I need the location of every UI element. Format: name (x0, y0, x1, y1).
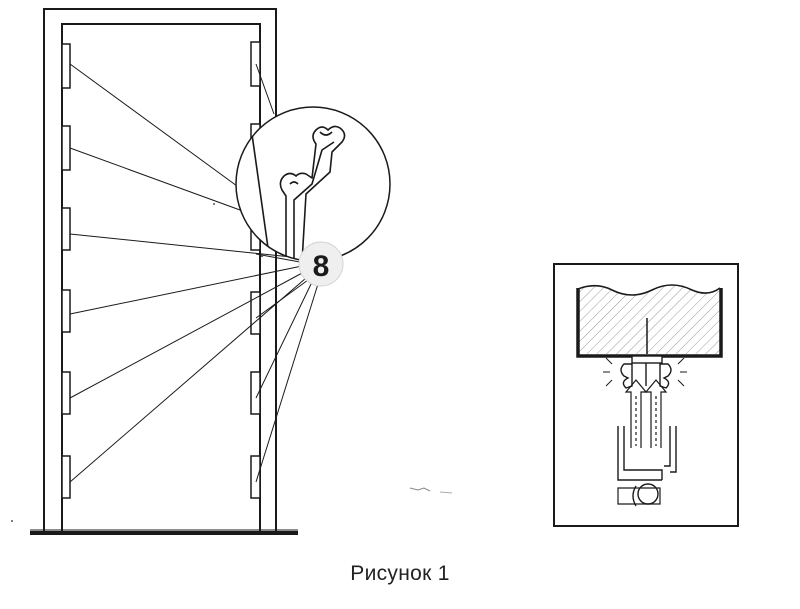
scan-specks (11, 203, 453, 522)
door-frame-inner (61, 23, 261, 532)
seal-segment (250, 371, 261, 415)
seal-segment (61, 371, 71, 415)
section-detail-panel (553, 263, 739, 527)
seal-segment (61, 43, 71, 89)
seal-segment (250, 291, 261, 335)
right-seal-segments (250, 41, 261, 499)
left-seal-segments (61, 43, 71, 499)
leader-lines (69, 63, 319, 483)
seal-profile (279, 125, 346, 261)
pressure-marks (603, 357, 687, 387)
seal-segment (250, 41, 261, 87)
magnifier-detail (235, 106, 391, 262)
door-frame-outer (43, 8, 277, 532)
callout-number: 8 (313, 250, 330, 283)
figure-caption: Рисунок 1 (350, 562, 450, 585)
seal-segment (250, 455, 261, 499)
push-arrows (624, 379, 668, 448)
seal-segment (61, 207, 71, 251)
seal-segment (61, 289, 71, 333)
door-leaf-section (617, 426, 677, 507)
door-elevation (30, 8, 298, 535)
door-header-section (576, 284, 723, 358)
callout-badge: 8 (298, 241, 344, 287)
seal-segment (61, 125, 71, 171)
seal-profile-section (620, 355, 672, 389)
seal-segment (61, 455, 71, 499)
